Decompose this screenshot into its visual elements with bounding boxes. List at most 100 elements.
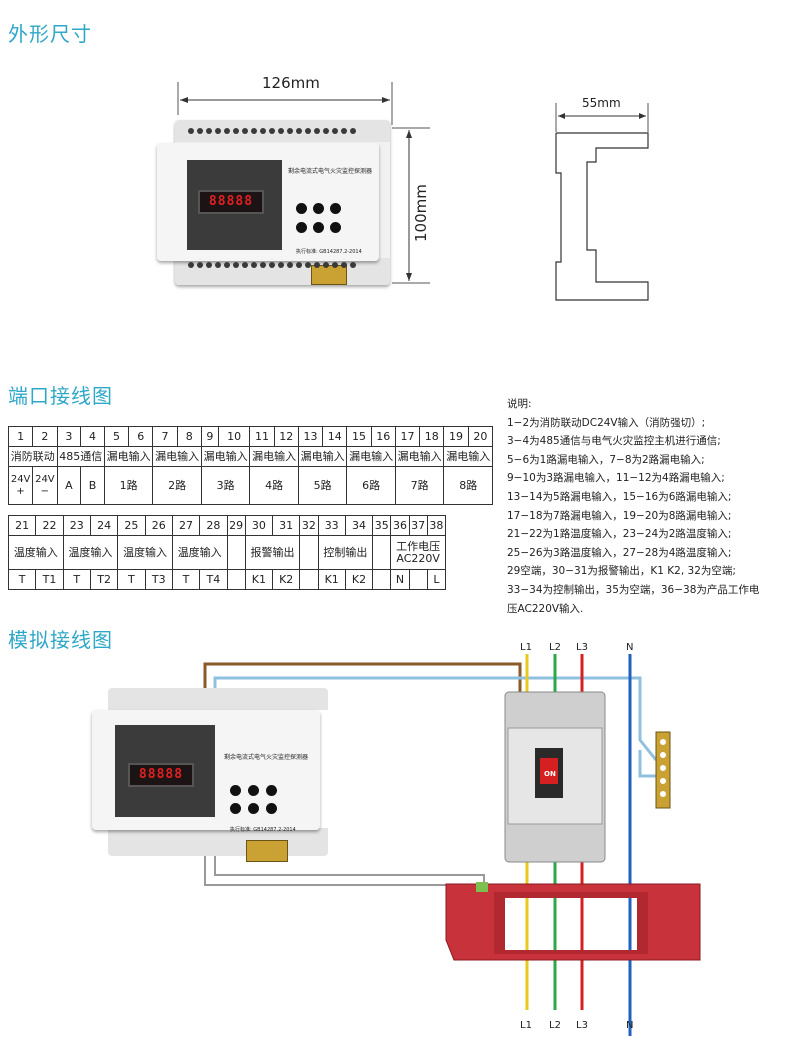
terminal-screw — [260, 128, 266, 134]
ports-title: 端口接线图 — [8, 384, 113, 408]
port-number: 10 — [217, 426, 251, 447]
port-number: 30 — [244, 515, 274, 536]
brand-text-2: 剩余电流式电气火灾监控探测器 — [224, 754, 309, 761]
port-value — [372, 569, 392, 590]
port-value: 6路 — [346, 466, 396, 505]
port-number: 21 — [7, 515, 37, 536]
port-number: 22 — [35, 515, 64, 536]
lcd-display: 88888 — [198, 190, 264, 214]
terminal-screw — [224, 128, 230, 134]
terminal-screw — [287, 262, 293, 268]
port-value: K2 — [272, 569, 301, 590]
port-value: K2 — [344, 569, 374, 590]
terminal-screw — [206, 128, 212, 134]
port-group: 温度输入 — [62, 535, 119, 570]
terminal-screw — [269, 262, 275, 268]
port-value: L — [426, 569, 447, 590]
terminal-screw — [242, 262, 248, 268]
line-label-l1: L1 — [520, 642, 532, 653]
port-number: 9 — [200, 426, 219, 447]
note-line: 13−14为5路漏电输入，15−16为6路漏电输入; — [507, 490, 732, 503]
port-number: 29 — [226, 515, 246, 536]
port-number: 12 — [273, 426, 299, 447]
terminal-screw — [197, 128, 203, 134]
port-value: 4路 — [249, 466, 299, 505]
port-value: K1 — [317, 569, 346, 590]
port-number: 19 — [443, 426, 469, 447]
port-value: 5路 — [297, 466, 348, 505]
port-number: 38 — [426, 515, 447, 536]
port-group: 温度输入 — [8, 535, 64, 570]
port-number: 14 — [322, 426, 348, 447]
port-number: 26 — [144, 515, 173, 536]
terminal-screw — [314, 262, 320, 268]
dimension-lines — [177, 82, 649, 301]
terminal-screw — [215, 262, 221, 268]
port-number: 36 — [390, 515, 410, 536]
note-line: 5−6为1路漏电输入，7−8为2路漏电输入; — [507, 453, 705, 466]
port-group — [299, 535, 319, 570]
port-value: T4 — [199, 569, 228, 590]
port-value: 8路 — [443, 466, 493, 505]
port-value: T — [7, 569, 37, 590]
port-group: 报警输出 — [244, 535, 301, 570]
port-group: 控制输出 — [317, 535, 374, 570]
port-number: 15 — [346, 426, 372, 447]
breaker-on-label: ON — [544, 770, 556, 778]
port-value — [299, 569, 319, 590]
port-group: 温度输入 — [171, 535, 228, 570]
port-number: 1 — [7, 426, 34, 447]
brand-text: 剩余电流式电气火灾监控探测器 — [288, 168, 373, 175]
port-number: 27 — [171, 515, 201, 536]
notes-title: 说明: — [507, 398, 532, 410]
port-number: 17 — [394, 426, 421, 447]
terminal-screw — [269, 128, 275, 134]
port-value: 24V − — [32, 466, 58, 505]
note-line: 29空端，30−31为报警输出，K1 K2, 32为空端; — [507, 565, 736, 578]
port-group: 漏电输入 — [443, 446, 493, 467]
standard-text: 执行标准: GB14287.2-2014 — [296, 249, 362, 255]
port-number: 23 — [62, 515, 91, 536]
port-number: 5 — [103, 426, 130, 447]
terminal-screw — [251, 262, 257, 268]
port-group: 工作电压 AC220V — [390, 535, 446, 570]
port-group: 漏电输入 — [152, 446, 202, 467]
port-number: 8 — [176, 426, 202, 447]
line-label-l3: L3 — [576, 1020, 588, 1031]
port-value — [408, 569, 428, 590]
port-number: 2 — [32, 426, 58, 447]
port-value: A — [56, 466, 82, 505]
terminal-screw — [314, 128, 320, 134]
terminal-screw — [233, 262, 239, 268]
note-line: 9−10为3路漏电输入，11−12为4路漏电输入; — [507, 472, 725, 485]
port-value: T1 — [35, 569, 64, 590]
port-number: 16 — [370, 426, 396, 447]
terminal-screw — [206, 262, 212, 268]
simulated-wiring-title: 模拟接线图 — [8, 628, 113, 652]
lcd-display-2: 88888 — [128, 763, 194, 787]
note-line: 压AC220V输入. — [507, 602, 584, 615]
note-line: 3−4为485通信与电气火灾监控主机进行通信; — [507, 435, 721, 448]
port-value: T — [62, 569, 91, 590]
terminal-screw — [188, 262, 194, 268]
terminal-screw — [341, 128, 347, 134]
terminal-screw — [251, 128, 257, 134]
terminal-screw — [323, 262, 329, 268]
note-line: 17−18为7路漏电输入，19−20为8路漏电输入; — [507, 509, 732, 522]
terminal-screw — [341, 262, 347, 268]
terminal-screw — [350, 262, 356, 268]
terminal-screw — [323, 128, 329, 134]
terminal-screw — [278, 128, 284, 134]
terminal-screw — [350, 128, 356, 134]
port-value: T2 — [89, 569, 119, 590]
terminal-screw — [233, 128, 239, 134]
terminal-screw — [305, 128, 311, 134]
port-number: 33 — [317, 515, 346, 536]
port-group — [372, 535, 392, 570]
terminal-screw — [332, 128, 338, 134]
port-group — [226, 535, 246, 570]
terminal-screw — [224, 262, 230, 268]
terminal-screw — [260, 262, 266, 268]
